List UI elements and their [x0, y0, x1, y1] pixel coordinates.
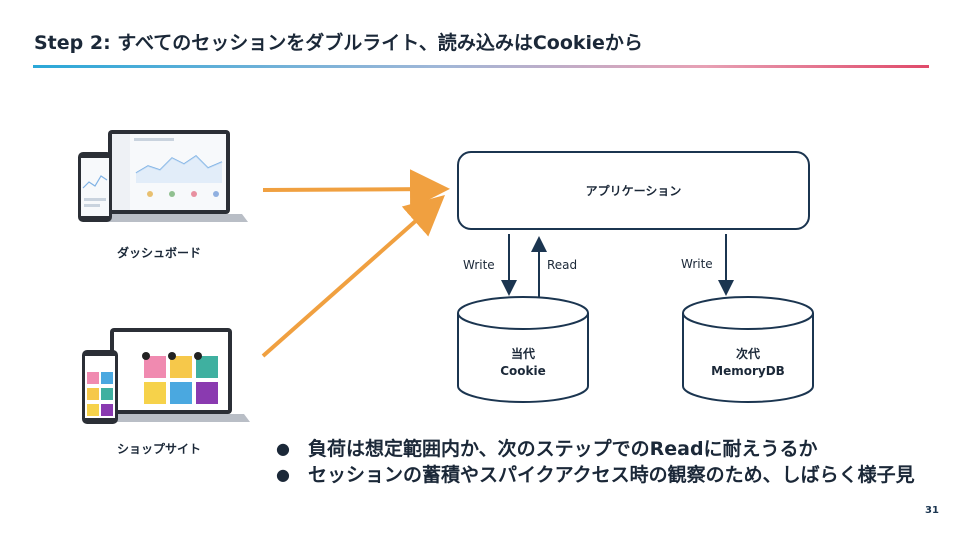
- bullet-dot-icon: ●: [276, 439, 290, 458]
- notes-list: ● 負荷は想定範囲内か、次のステップでのReadに耐えうるか ● セッションの蓄…: [272, 436, 922, 488]
- application-label: アプリケーション: [585, 184, 682, 198]
- current-cookie-label: 当代 Cookie: [458, 346, 588, 380]
- note-item: ● セッションの蓄積やスパイクアクセス時の観察のため、しばらく様子見: [272, 462, 922, 488]
- note-text: 負荷は想定範囲内か、次のステップでのReadに耐えうるか: [308, 438, 818, 460]
- current-generation-text: 当代: [510, 347, 535, 361]
- note-text: セッションの蓄積やスパイクアクセス時の観察のため、しばらく様子見: [308, 464, 915, 486]
- dashboard-label: ダッシュボード: [117, 246, 202, 260]
- shop-to-app-arrow: [261, 195, 445, 358]
- read-current-label: Read: [547, 258, 578, 272]
- note-item: ● 負荷は想定範囲内か、次のステップでのReadに耐えうるか: [272, 436, 922, 462]
- write-next-label: Write: [681, 257, 713, 271]
- cookie-text: Cookie: [500, 364, 546, 378]
- current-cookie-cylinder: [457, 296, 589, 403]
- bullet-dot-icon: ●: [276, 465, 290, 484]
- slide-title: Step 2: すべてのセッションをダブルライト、読み込みはCookieから: [34, 32, 643, 54]
- title-divider: [33, 65, 929, 68]
- page-number: 31: [925, 505, 939, 516]
- memorydb-text: MemoryDB: [711, 364, 785, 378]
- dashboard-to-app-arrow: [262, 169, 450, 210]
- dashboard-laptop-phone-icon: [78, 130, 248, 222]
- application-node: アプリケーション: [457, 151, 810, 230]
- write-current-label: Write: [463, 258, 495, 272]
- shop-site-label: ショップサイト: [117, 442, 202, 456]
- shop-laptop-phone-icon: [82, 328, 250, 424]
- next-generation-text: 次代: [735, 347, 760, 361]
- next-memorydb-cylinder: [682, 296, 814, 403]
- next-memorydb-label: 次代 MemoryDB: [683, 346, 813, 380]
